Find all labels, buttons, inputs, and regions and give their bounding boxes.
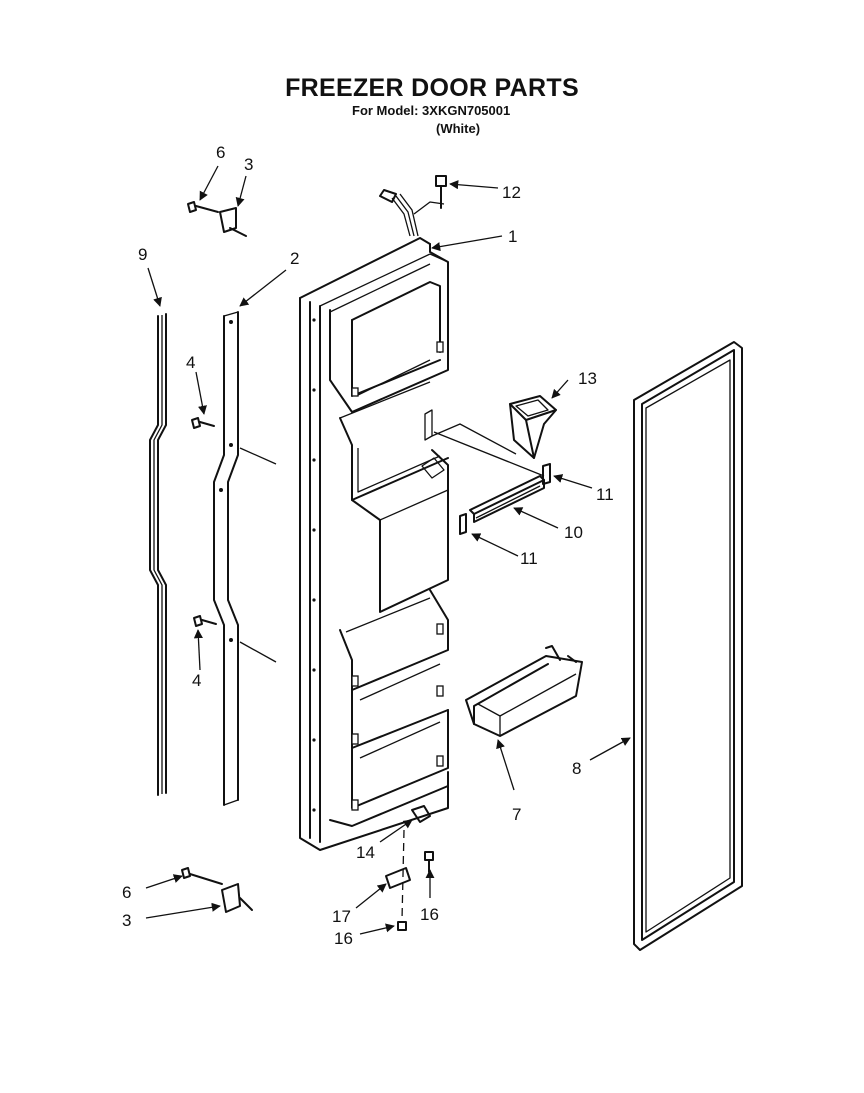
- callout-11-left: 11: [520, 549, 538, 568]
- part-1-freezer-door: [299, 189, 449, 851]
- part-11-clip-right: [542, 463, 551, 485]
- part-10-rail: [469, 475, 545, 523]
- part-9-gasket-strip: [149, 313, 167, 796]
- part-4-screw-upper: [191, 417, 215, 429]
- callout-6-top: 6: [216, 143, 225, 162]
- callout-2: 2: [290, 249, 299, 268]
- color-variant: (White): [436, 121, 481, 136]
- callout-16-left: 16: [334, 929, 353, 948]
- part-7-door-bin: [465, 645, 583, 737]
- part-14-bushing: [411, 805, 431, 823]
- callout-17: 17: [332, 907, 351, 926]
- assembly-lines: [239, 423, 545, 921]
- callout-7: 7: [512, 805, 521, 824]
- part-6-screw-top: [187, 201, 219, 213]
- callout-6-bottom: 6: [122, 883, 131, 902]
- part-4-screw-lower: [193, 615, 217, 627]
- callout-4-lower: 4: [192, 671, 201, 690]
- callout-3-bottom: 3: [122, 911, 131, 930]
- part-3-hinge-top: [219, 207, 247, 237]
- callout-3-top: 3: [244, 155, 253, 174]
- part-13-ice-chute: [509, 395, 557, 459]
- callout-13: 13: [578, 369, 597, 388]
- callout-8: 8: [572, 759, 581, 778]
- part-2-hinge-rail: [213, 311, 239, 806]
- part-17-bracket: [385, 867, 411, 889]
- part-16-screw-right: [424, 851, 434, 873]
- part-8-door-gasket: [633, 341, 743, 951]
- model-number: For Model: 3XKGN705001: [352, 103, 511, 118]
- part-12-screw: [435, 175, 447, 209]
- part-6-screw-bottom: [181, 867, 223, 885]
- callout-4-upper: 4: [186, 353, 195, 372]
- part-16-screw-left: [397, 921, 407, 931]
- callout-11-right: 11: [596, 485, 614, 504]
- callout-9: 9: [138, 245, 147, 264]
- callout-16-right: 16: [420, 905, 439, 924]
- callout-1: 1: [508, 227, 517, 246]
- callout-14: 14: [356, 843, 375, 862]
- callout-10: 10: [564, 523, 583, 542]
- part-11-clip-left: [459, 513, 467, 535]
- part-3-hinge-bottom: [221, 883, 253, 913]
- page-title: FREEZER DOOR PARTS: [285, 74, 579, 102]
- callout-12: 12: [502, 183, 521, 202]
- callout-labels: 6 3 9 2 4 4 12 1 13 11 10 11 7 8 14 6 3 …: [122, 143, 614, 948]
- leader-arrows: [145, 165, 631, 935]
